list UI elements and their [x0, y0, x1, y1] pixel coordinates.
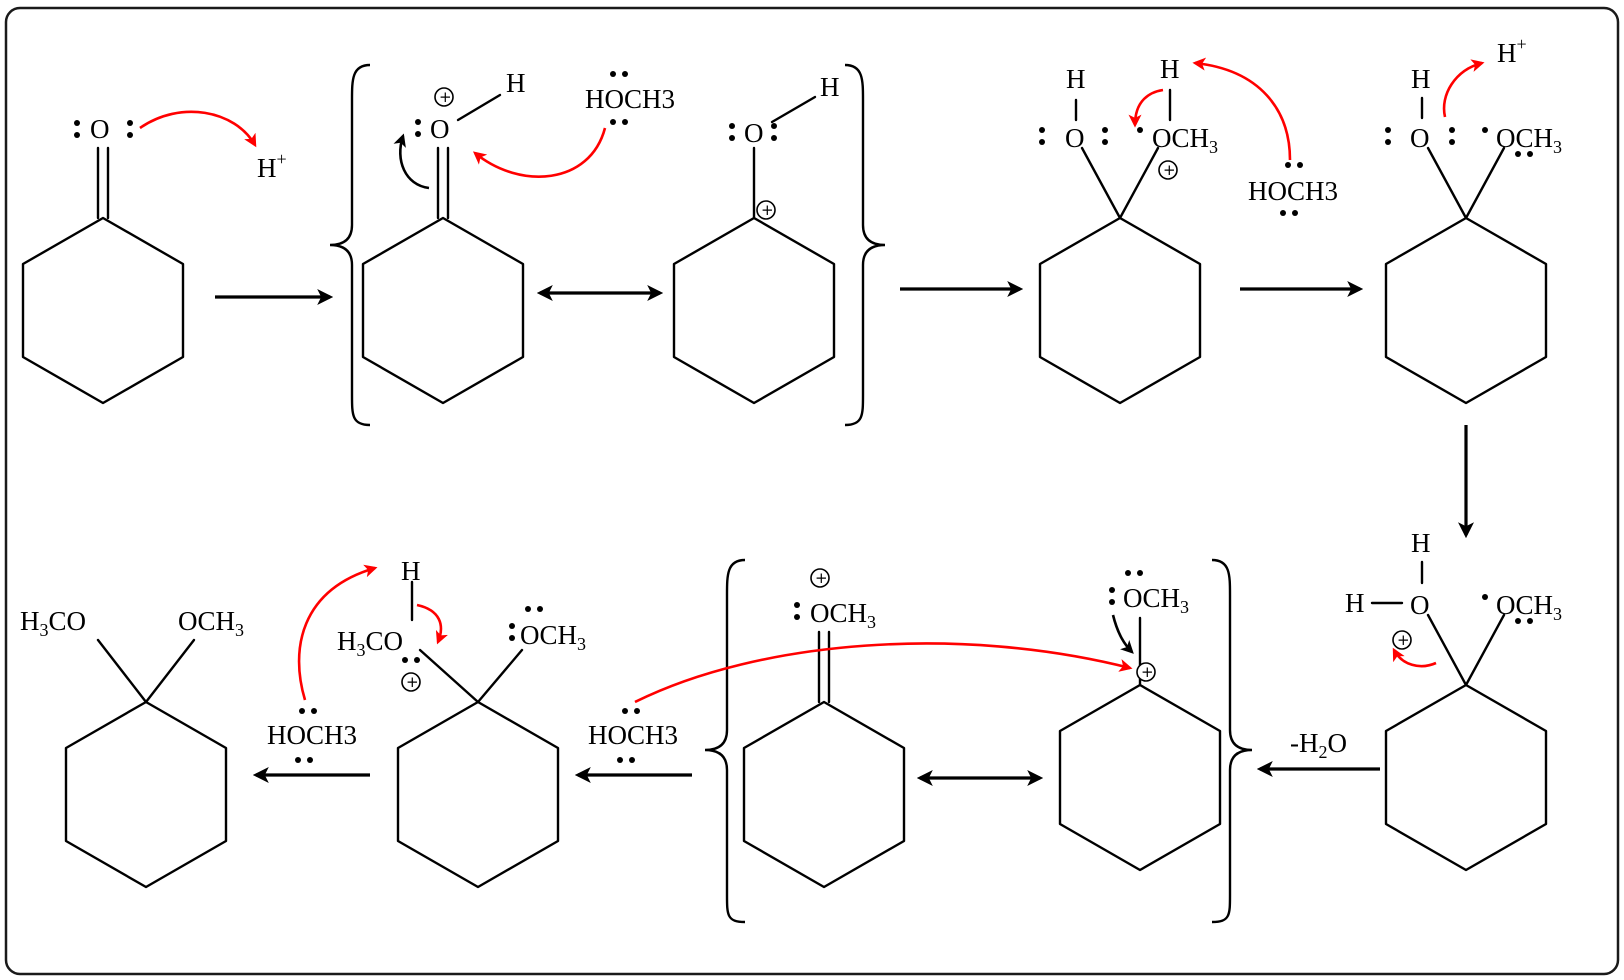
methanol-to-carbocation-arrow: [634, 642, 1133, 704]
resonance-bracket-2-right: [1211, 558, 1253, 924]
protonated-ketone: O H + HOCH3: [361, 68, 675, 405]
svg-text:+: +: [815, 569, 828, 587]
svg-text:H: H: [506, 68, 526, 98]
svg-text:OCH3: OCH3: [810, 598, 876, 632]
methanol-label-2: HOCH3: [588, 720, 678, 750]
svg-text:H: H: [1160, 54, 1180, 84]
oh-bond-to-oxygen-arrow: [1128, 88, 1164, 128]
lone-pair-donation-arrow: [1111, 614, 1134, 654]
svg-text:O: O: [744, 118, 764, 148]
proton-label: H+: [257, 149, 287, 183]
carbocation-resonance-form: O H +: [672, 72, 840, 405]
svg-text:OCH3: OCH3: [520, 620, 586, 654]
proton-attack-arrow: [139, 110, 257, 148]
oxocarbenium: OCH3 +: [742, 568, 906, 889]
resonance-bracket-left: [329, 63, 371, 427]
svg-text:OCH3: OCH3: [1496, 590, 1562, 624]
methanol-label: HOCH3: [585, 84, 675, 114]
deprotonation-arrow-2: [297, 564, 378, 701]
methoxy-carbocation: OCH3 +: [1058, 570, 1222, 872]
svg-text:H: H: [1066, 64, 1086, 94]
svg-text:OCH3: OCH3: [1152, 123, 1218, 157]
svg-text:OCH3: OCH3: [1496, 123, 1562, 157]
deprotonation-arrow-1: [1192, 57, 1292, 161]
svg-text:H3CO: H3CO: [337, 626, 403, 660]
svg-text:H: H: [1411, 528, 1431, 558]
svg-text:HOCH3: HOCH3: [267, 720, 357, 750]
dimethyl-acetal-product: H3CO OCH3: [20, 606, 244, 889]
svg-text:H: H: [820, 72, 840, 102]
svg-text:H+: H+: [1497, 34, 1527, 68]
svg-text:+: +: [761, 201, 774, 219]
protonated-hemiacetal: O H OCH3 H + HOCH3: [1038, 54, 1338, 405]
hemiacetal: O H OCH3 H+: [1384, 34, 1562, 405]
oxygen-label: O: [90, 114, 110, 144]
svg-text:OCH3: OCH3: [1123, 583, 1189, 617]
svg-text:OCH3: OCH3: [178, 606, 244, 640]
svg-text:+: +: [439, 88, 452, 106]
pi-bond-shift-arrow: [393, 133, 430, 190]
protonated-acetal: H3CO H + OCH3 HOCH3: [267, 556, 586, 889]
outer-frame: [4, 6, 1620, 976]
protonated-hydroxyl: O H H + OCH3: [1345, 528, 1562, 872]
svg-text:+: +: [1141, 663, 1154, 681]
svg-text:+: +: [406, 673, 419, 691]
svg-text:H: H: [1411, 64, 1431, 94]
resonance-bracket-right: [844, 63, 886, 427]
svg-text:H: H: [401, 556, 421, 586]
svg-text:+: +: [1163, 161, 1176, 179]
svg-text:O: O: [1065, 123, 1085, 153]
svg-text:O: O: [1410, 590, 1430, 620]
svg-text:H: H: [1345, 588, 1365, 618]
proton-attack-arrow-2: [1442, 59, 1485, 118]
svg-text:H3CO: H3CO: [20, 606, 86, 640]
oh-bond-to-oxygen-arrow-2: [416, 603, 448, 645]
leaving-water-arrow: [1392, 647, 1437, 668]
svg-text:O: O: [430, 114, 450, 144]
methanol-attack-arrow: [472, 127, 607, 178]
svg-text:HOCH3: HOCH3: [1248, 176, 1338, 206]
cyclohexanone: O H+: [21, 110, 287, 405]
svg-text:O: O: [1410, 123, 1430, 153]
minus-water-label: -H2O: [1290, 728, 1347, 762]
svg-text:+: +: [1397, 631, 1410, 649]
resonance-bracket-2-left: [704, 558, 746, 924]
